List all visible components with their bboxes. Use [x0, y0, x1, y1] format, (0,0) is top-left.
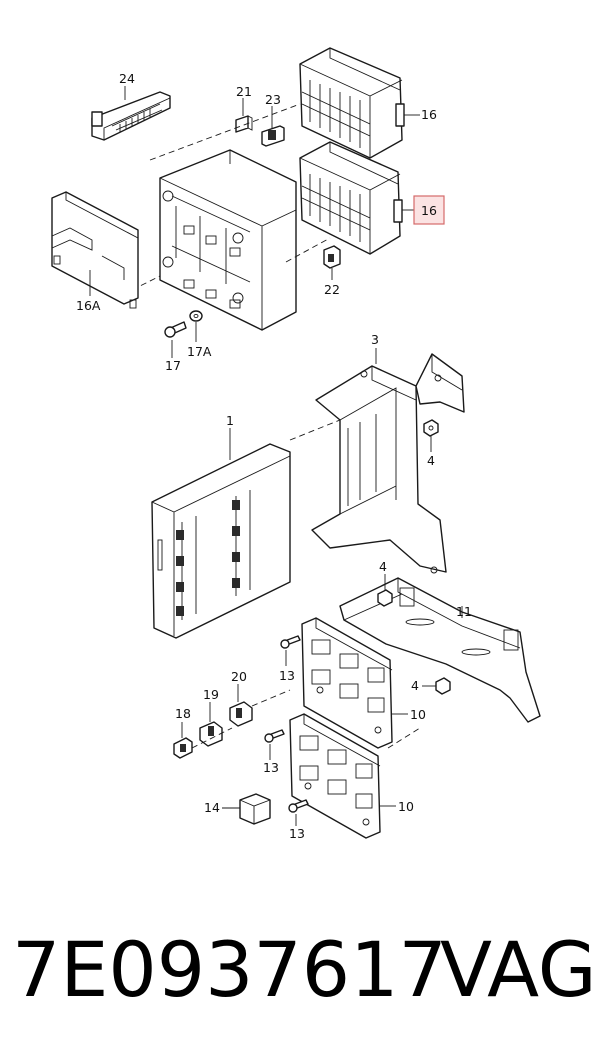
callout-4-lower: 4	[411, 678, 419, 693]
central-electrics-housing	[159, 149, 297, 331]
part-19-plug	[199, 721, 223, 747]
part-22-plug	[323, 245, 341, 269]
callout-21: 21	[236, 84, 252, 99]
callout-10-upper: 10	[410, 707, 426, 722]
part-17-screw	[164, 321, 187, 338]
callout-16-highlight-box	[413, 195, 445, 225]
part-17A-washer	[189, 310, 203, 322]
part-21-fuse	[235, 115, 253, 133]
callout-18: 18	[175, 706, 191, 721]
part-18-plug	[173, 737, 193, 759]
callout-1: 1	[226, 413, 234, 428]
callout-11: 11	[456, 604, 472, 619]
part-4-nut-lower	[435, 677, 451, 695]
callout-3: 3	[371, 332, 379, 347]
footer: 7E0937617 VAG	[0, 920, 600, 1030]
part-10-relay-plate-upper	[301, 617, 393, 749]
callout-4-upper: 4	[427, 453, 435, 468]
part-24-carrier	[91, 91, 171, 141]
callout-16A: 16A	[76, 298, 101, 313]
part-13-screw-b	[264, 729, 285, 743]
part-16-connector-lower	[299, 141, 403, 255]
part-4-nut-upper	[423, 419, 439, 437]
callout-13-a: 13	[279, 668, 295, 683]
callout-10-lower: 10	[398, 799, 414, 814]
callout-16-upper: 16	[421, 107, 437, 122]
callout-13-c: 13	[289, 826, 305, 841]
part-14-relay	[239, 793, 271, 825]
callout-14: 14	[204, 800, 220, 815]
callout-22: 22	[324, 282, 340, 297]
part-20-plug	[229, 701, 253, 727]
part-13-screw-a	[280, 635, 301, 649]
part-number: 7E0937617	[12, 925, 447, 1014]
part-3-bracket	[311, 353, 465, 574]
callout-19: 19	[203, 687, 219, 702]
callout-4-middle: 4	[379, 559, 387, 574]
callout-labels: 24 21 23 16 16 16A 22 17 17A 3 4 1 4 11 …	[76, 71, 472, 841]
callout-20: 20	[231, 669, 247, 684]
part-16-connector-upper	[299, 47, 405, 159]
part-16A-cover	[51, 191, 139, 309]
callout-16-lower: 16	[421, 203, 437, 218]
part-13-screw-c	[288, 799, 309, 813]
part-4-nut-middle	[377, 589, 393, 607]
callout-24: 24	[119, 71, 135, 86]
part-10-relay-plate-lower	[289, 713, 381, 839]
part-23-fuse	[261, 125, 285, 147]
brand-name: VAG	[440, 925, 597, 1014]
callout-13-b: 13	[263, 760, 279, 775]
callout-17A: 17A	[187, 344, 212, 359]
callout-23: 23	[265, 92, 281, 107]
part-1-control-unit	[151, 443, 291, 639]
callout-17: 17	[165, 358, 181, 373]
exploded-parts-diagram: 24 21 23 16 16 16A 22 17 17A 3 4 1 4 11 …	[51, 47, 541, 841]
